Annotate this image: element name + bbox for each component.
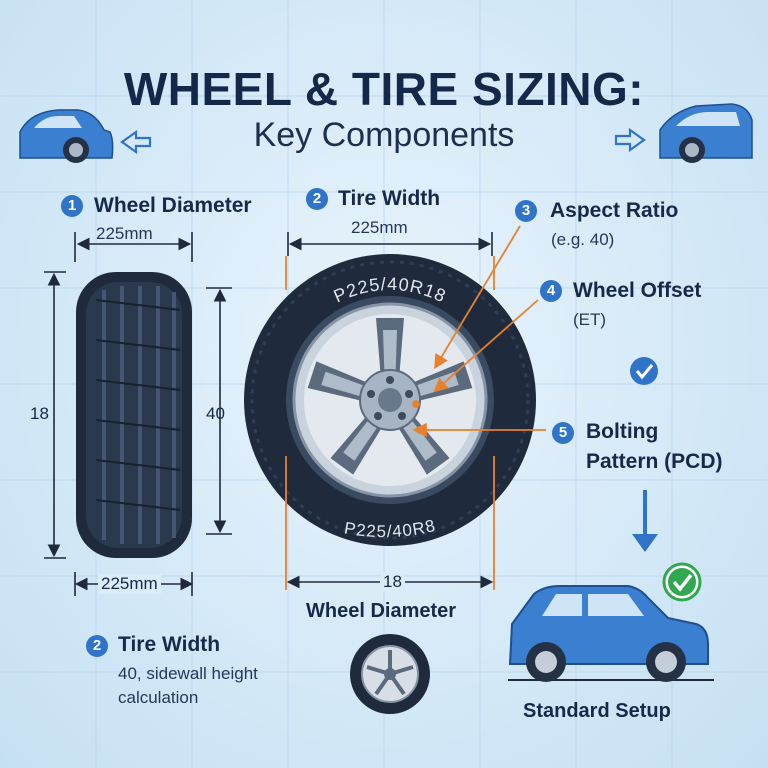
tire-side-view [76, 272, 192, 558]
arrow-left-icon [120, 129, 152, 155]
page-subtitle: Key Components [253, 116, 515, 154]
car-icon-standard [508, 585, 714, 682]
badge-5: 5 [552, 422, 574, 444]
label-aspect-ratio: Aspect Ratio [550, 199, 679, 222]
label-tire-width: Tire Width [338, 187, 441, 210]
tire-front-view [244, 254, 536, 546]
front-diameter-value: 18 [380, 572, 405, 592]
green-check-icon [662, 562, 702, 602]
orange-guide-lines [285, 225, 546, 590]
note-line-2: calculation [118, 688, 199, 707]
label-pattern-pcd: Pattern (PCD) [586, 450, 723, 473]
car-caption: Standard Setup [523, 700, 671, 722]
car-icon-top-left [19, 109, 114, 163]
label-tire-width-bottom: Tire Width [118, 633, 221, 656]
side-bottom-width: 225mm [98, 574, 161, 594]
badge-2-bottom: 2 [86, 635, 108, 657]
wheel-icon-small [350, 634, 430, 714]
arrow-right-icon [614, 127, 646, 153]
badge-1: 1 [61, 195, 83, 217]
badge-4: 4 [540, 280, 562, 302]
value-tire-width: 225mm [351, 218, 408, 237]
arrow-down-icon [632, 490, 658, 552]
note-line-1: 40, sidewall height [118, 664, 258, 683]
label-wheel-diameter: Wheel Diameter [94, 194, 252, 217]
label-bolting: Bolting [586, 420, 659, 443]
page-title: WHEEL & TIRE SIZING: [123, 63, 645, 115]
label-wheel-offset: Wheel Offset [573, 279, 702, 302]
badge-3: 3 [515, 200, 537, 222]
value-wheel-diameter: 225mm [96, 224, 153, 243]
side-height-left: 18 [30, 404, 49, 423]
badge-2: 2 [306, 188, 328, 210]
check-badge-icon [630, 357, 658, 385]
dimension-lines-side [44, 232, 232, 596]
side-height-right: 40 [206, 404, 225, 423]
value-wheel-offset: (ET) [573, 310, 607, 329]
car-icon-top-right [659, 103, 753, 163]
front-diameter-label: Wheel Diameter [306, 600, 457, 622]
value-aspect-ratio: (e.g. 40) [551, 230, 615, 249]
